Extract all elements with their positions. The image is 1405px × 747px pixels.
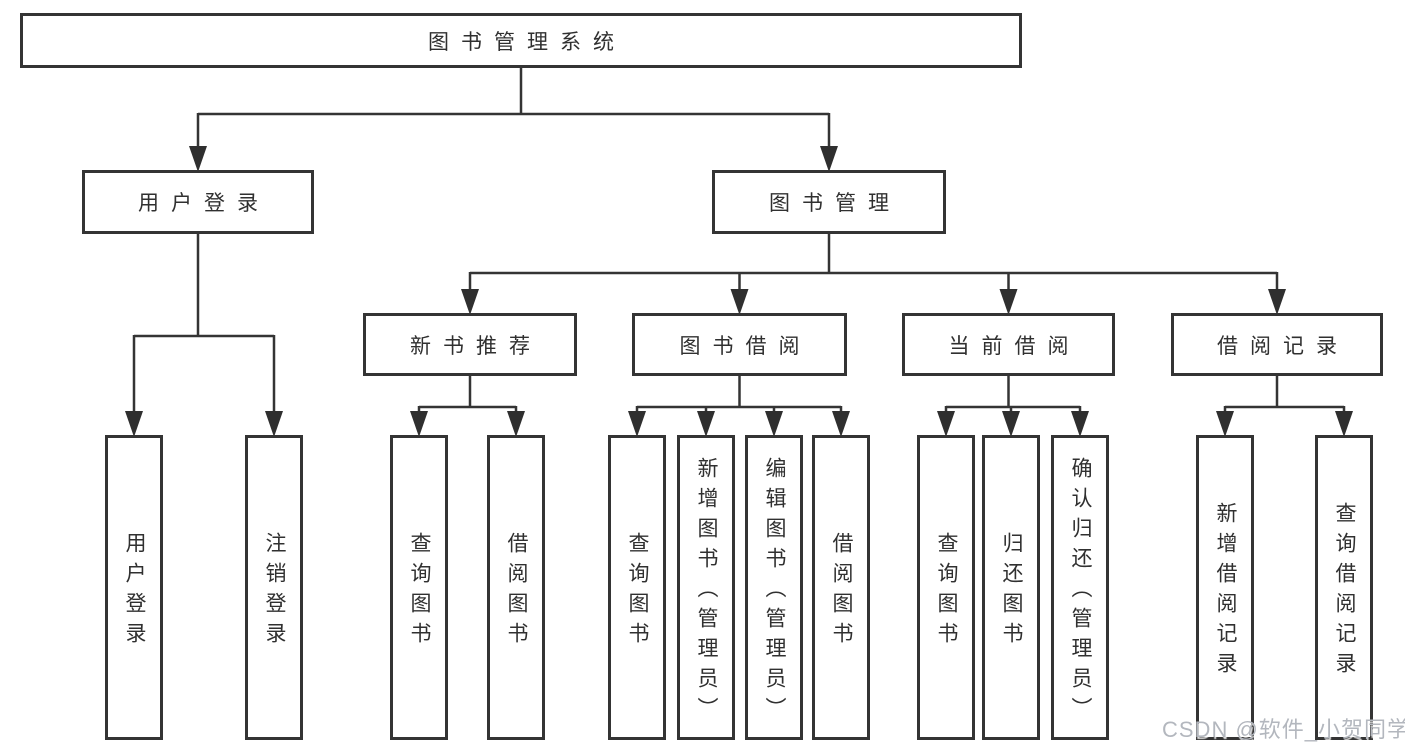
node-label: 借阅图书 — [830, 532, 853, 652]
node-label: 确认归还（管理员） — [1069, 457, 1092, 727]
node-confirm-return-admin: 确认归还（管理员） — [1051, 435, 1109, 740]
node-borrow-books: 借阅图书 — [812, 435, 870, 740]
node-label: 图书管理 — [769, 192, 901, 215]
node-add-borrow-record: 新增借阅记录 — [1196, 435, 1254, 740]
node-label: 用户登录 — [138, 192, 270, 215]
node-query-books: 查询图书 — [917, 435, 975, 740]
node-label: 查询图书 — [935, 532, 958, 652]
node-label: 新增借阅记录 — [1214, 502, 1237, 682]
node-label: 查询图书 — [408, 532, 431, 652]
node-label: 注销登录 — [263, 532, 286, 652]
node-query-books: 查询图书 — [390, 435, 448, 740]
node-add-books-admin: 新增图书（管理员） — [677, 435, 735, 740]
node-label: 图书管理系统 — [428, 30, 626, 54]
node-edit-books-admin: 编辑图书（管理员） — [745, 435, 803, 740]
node-label: 查询借阅记录 — [1333, 502, 1356, 682]
node-user-login: 用户登录 — [105, 435, 163, 740]
node-label: 借阅记录 — [1217, 334, 1349, 358]
node-label: 查询图书 — [626, 532, 649, 652]
node-label: 新书推荐 — [410, 334, 542, 358]
node-label: 借阅图书 — [505, 532, 528, 652]
node-query-books: 查询图书 — [608, 435, 666, 740]
node-book-borrowing: 图书借阅 — [632, 313, 847, 376]
node-book-management-module: 图书管理 — [712, 170, 946, 234]
node-borrow-books: 借阅图书 — [487, 435, 545, 740]
node-return-books: 归还图书 — [982, 435, 1040, 740]
node-label: 用户登录 — [123, 532, 146, 652]
node-label: 图书借阅 — [679, 334, 812, 358]
node-library-management-system: 图书管理系统 — [20, 13, 1022, 68]
node-borrowing-records: 借阅记录 — [1171, 313, 1383, 376]
node-current-borrowing: 当前借阅 — [902, 313, 1115, 376]
node-label: 当前借阅 — [948, 334, 1081, 358]
node-label: 编辑图书（管理员） — [763, 457, 786, 727]
node-label: 新增图书（管理员） — [695, 457, 718, 727]
node-query-borrow-record: 查询借阅记录 — [1315, 435, 1373, 740]
node-user-login-module: 用户登录 — [82, 170, 314, 234]
node-label: 归还图书 — [1000, 532, 1023, 652]
node-logout: 注销登录 — [245, 435, 303, 740]
node-new-book-recommend: 新书推荐 — [363, 313, 577, 376]
